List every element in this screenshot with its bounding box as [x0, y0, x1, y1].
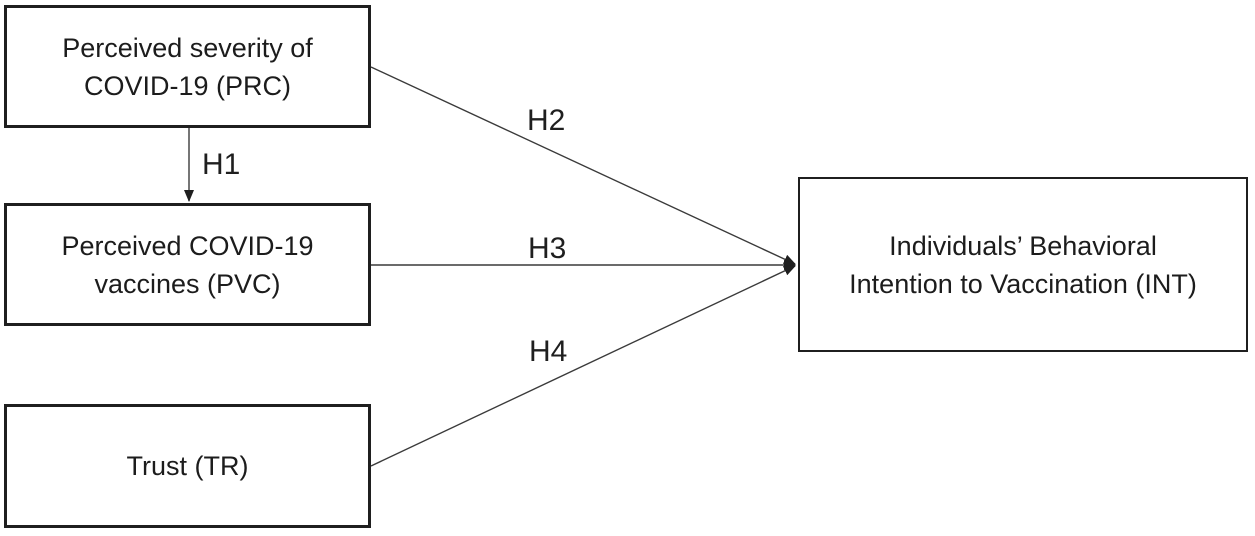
hypothesis-label-h2: H2: [527, 104, 566, 137]
node-trust: Trust (TR): [4, 404, 371, 528]
node-label-line: Individuals’ Behavioral: [889, 230, 1157, 261]
node-label-line: Perceived COVID-19: [61, 230, 314, 261]
node-label-line: Trust (TR): [126, 451, 249, 481]
hypothesis-label-h1: H1: [202, 148, 241, 181]
node-behavioral-intention: Individuals’ Behavioral Intention to Vac…: [798, 177, 1248, 352]
node-label-line: Intention to Vaccination (INT): [849, 268, 1197, 299]
node-label-line: Perceived severity of: [62, 32, 313, 63]
node-perceived-vaccines: Perceived COVID-19 vaccines (PVC): [4, 203, 371, 326]
node-label-line: vaccines (PVC): [94, 268, 281, 299]
node-label-line: COVID-19 (PRC): [83, 70, 292, 101]
node-perceived-severity: Perceived severity of COVID-19 (PRC): [4, 5, 371, 128]
arrow-h2: [370, 66, 796, 265]
hypothesis-label-h3: H3: [528, 232, 567, 265]
arrow-h4: [370, 265, 796, 467]
hypothesis-label-h4: H4: [529, 335, 568, 368]
